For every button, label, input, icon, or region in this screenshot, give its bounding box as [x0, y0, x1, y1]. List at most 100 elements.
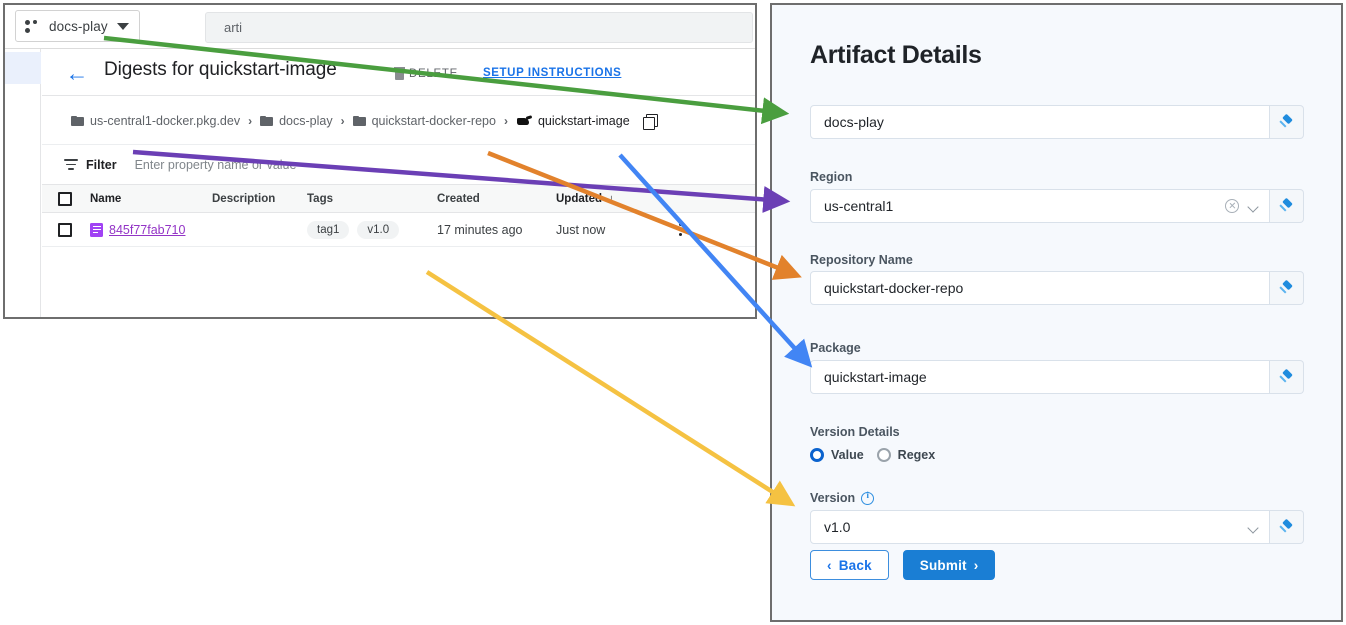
submit-button[interactable]: Submit › — [902, 550, 996, 580]
info-icon[interactable] — [861, 491, 875, 505]
breadcrumb-item-registry[interactable]: us-central1-docker.pkg.dev — [71, 114, 240, 128]
project-selector[interactable]: docs-play — [15, 10, 140, 42]
filter-label: Filter — [86, 157, 117, 172]
radio-option-value[interactable]: Value — [810, 448, 864, 462]
chevron-down-icon[interactable] — [1247, 200, 1259, 212]
pin-icon — [1279, 281, 1294, 296]
table-row[interactable]: 845f77fab710 tag1 v1.0 17 minutes ago Ju… — [42, 213, 755, 247]
version-field-label: Version — [810, 491, 856, 505]
filter-icon — [64, 159, 78, 170]
project-name-label: docs-play — [49, 18, 108, 34]
page-title: Digests for quickstart-image — [104, 59, 337, 80]
column-header-tags[interactable]: Tags — [307, 192, 333, 205]
docker-icon — [516, 115, 532, 127]
repository-name-field[interactable]: quickstart-docker-repo — [810, 271, 1304, 305]
tag-chip[interactable]: v1.0 — [357, 220, 400, 239]
artifact-details-panel: Artifact Details docs-play Region us-cen… — [770, 3, 1343, 622]
select-all-checkbox[interactable] — [42, 191, 88, 206]
trash-icon — [394, 67, 405, 80]
row-actions-button[interactable] — [661, 222, 701, 238]
setup-instructions-link[interactable]: SETUP INSTRUCTIONS — [483, 67, 622, 79]
region-field-value: us-central1 — [824, 198, 894, 214]
pin-icon — [1279, 115, 1294, 130]
pin-button[interactable] — [1270, 105, 1304, 139]
digest-icon — [90, 222, 103, 237]
page-header: ← Digests for quickstart-image DELETE SE… — [42, 50, 755, 96]
column-header-name[interactable]: Name — [90, 192, 122, 205]
column-header-description[interactable]: Description — [212, 192, 276, 205]
search-value: arti — [224, 20, 243, 35]
repository-name-field-label: Repository Name — [810, 253, 913, 267]
breadcrumb-item-repo[interactable]: quickstart-docker-repo — [352, 113, 496, 128]
arrow-down-icon: ↓ — [608, 191, 615, 206]
breadcrumb-separator-icon: › — [503, 113, 508, 128]
column-header-created[interactable]: Created — [437, 192, 480, 205]
package-field[interactable]: quickstart-image — [810, 360, 1304, 394]
arrow-left-icon[interactable]: ← — [65, 60, 89, 86]
chevron-down-icon — [116, 22, 129, 30]
form-actions: ‹ Back Submit › — [810, 550, 996, 580]
search-input[interactable]: arti — [205, 12, 753, 43]
folder-icon — [260, 115, 274, 126]
pin-button[interactable] — [1270, 189, 1304, 223]
breadcrumb-label: quickstart-docker-repo — [371, 113, 496, 128]
column-header-updated-label: Updated — [556, 192, 602, 205]
panel-title: Artifact Details — [810, 41, 982, 69]
back-button-label: Back — [838, 557, 872, 573]
cell-created: 17 minutes ago — [437, 222, 523, 237]
tag-chip[interactable]: tag1 — [307, 220, 350, 239]
breadcrumb-item-project[interactable]: docs-play — [260, 114, 333, 128]
cell-name[interactable]: 845f77fab710 — [88, 222, 212, 237]
more-vert-icon — [679, 222, 683, 238]
folder-icon — [71, 115, 84, 126]
filter-bar[interactable]: Filter Enter property name or value — [42, 145, 755, 185]
breadcrumb-label: quickstart-image — [537, 113, 630, 128]
clear-icon[interactable] — [1225, 199, 1239, 213]
project-field[interactable]: docs-play — [810, 105, 1304, 139]
breadcrumb-label: us-central1-docker.pkg.dev — [90, 113, 241, 128]
region-field-label: Region — [810, 170, 853, 184]
digest-link[interactable]: 845f77fab710 — [109, 222, 186, 237]
chevron-down-icon[interactable] — [1247, 521, 1259, 533]
google-cloud-console-window: docs-play arti ← Digests for quickstart-… — [3, 3, 757, 319]
cell-updated: Just now — [556, 222, 606, 237]
pin-icon — [1279, 199, 1294, 214]
left-nav-selected-item[interactable] — [5, 52, 41, 84]
version-details-radio-group: Value Regex — [810, 448, 935, 462]
radio-icon-selected — [810, 448, 824, 462]
copy-icon[interactable] — [642, 113, 658, 130]
column-header-updated[interactable]: Updated ↓ — [556, 191, 661, 206]
pin-icon — [1279, 370, 1294, 385]
digests-table: Name Description Tags Created Updated ↓ … — [42, 185, 755, 247]
package-field-value: quickstart-image — [824, 369, 927, 385]
project-field-value: docs-play — [824, 114, 884, 130]
submit-button-label: Submit — [919, 557, 967, 573]
radio-label-regex: Regex — [897, 448, 936, 462]
breadcrumb-item-image[interactable]: quickstart-image — [516, 114, 630, 128]
region-field[interactable]: us-central1 — [810, 189, 1304, 223]
version-field[interactable]: v1.0 — [810, 510, 1304, 544]
radio-option-regex[interactable]: Regex — [876, 448, 936, 462]
chevron-left-icon: ‹ — [827, 557, 832, 573]
breadcrumb: us-central1-docker.pkg.dev › docs-play ›… — [42, 97, 755, 145]
delete-label: DELETE — [409, 67, 458, 80]
pin-button[interactable] — [1270, 271, 1304, 305]
cell-tags: tag1 v1.0 — [307, 220, 437, 239]
radio-label-value: Value — [831, 448, 864, 462]
breadcrumb-separator-icon: › — [340, 113, 345, 128]
breadcrumb-label: docs-play — [279, 113, 333, 128]
version-details-label: Version Details — [810, 425, 900, 439]
pin-button[interactable] — [1270, 510, 1304, 544]
back-button[interactable]: ‹ Back — [810, 550, 889, 580]
delete-button[interactable]: DELETE — [394, 67, 458, 80]
pin-button[interactable] — [1270, 360, 1304, 394]
package-field-label: Package — [810, 341, 861, 355]
chevron-right-icon: › — [973, 557, 979, 573]
project-icon — [25, 19, 40, 34]
version-field-label-group: Version — [810, 491, 875, 505]
pin-icon — [1279, 520, 1294, 535]
console-top-bar: docs-play arti — [5, 5, 755, 49]
row-checkbox[interactable] — [42, 222, 88, 237]
filter-input-placeholder[interactable]: Enter property name or value — [134, 157, 297, 172]
